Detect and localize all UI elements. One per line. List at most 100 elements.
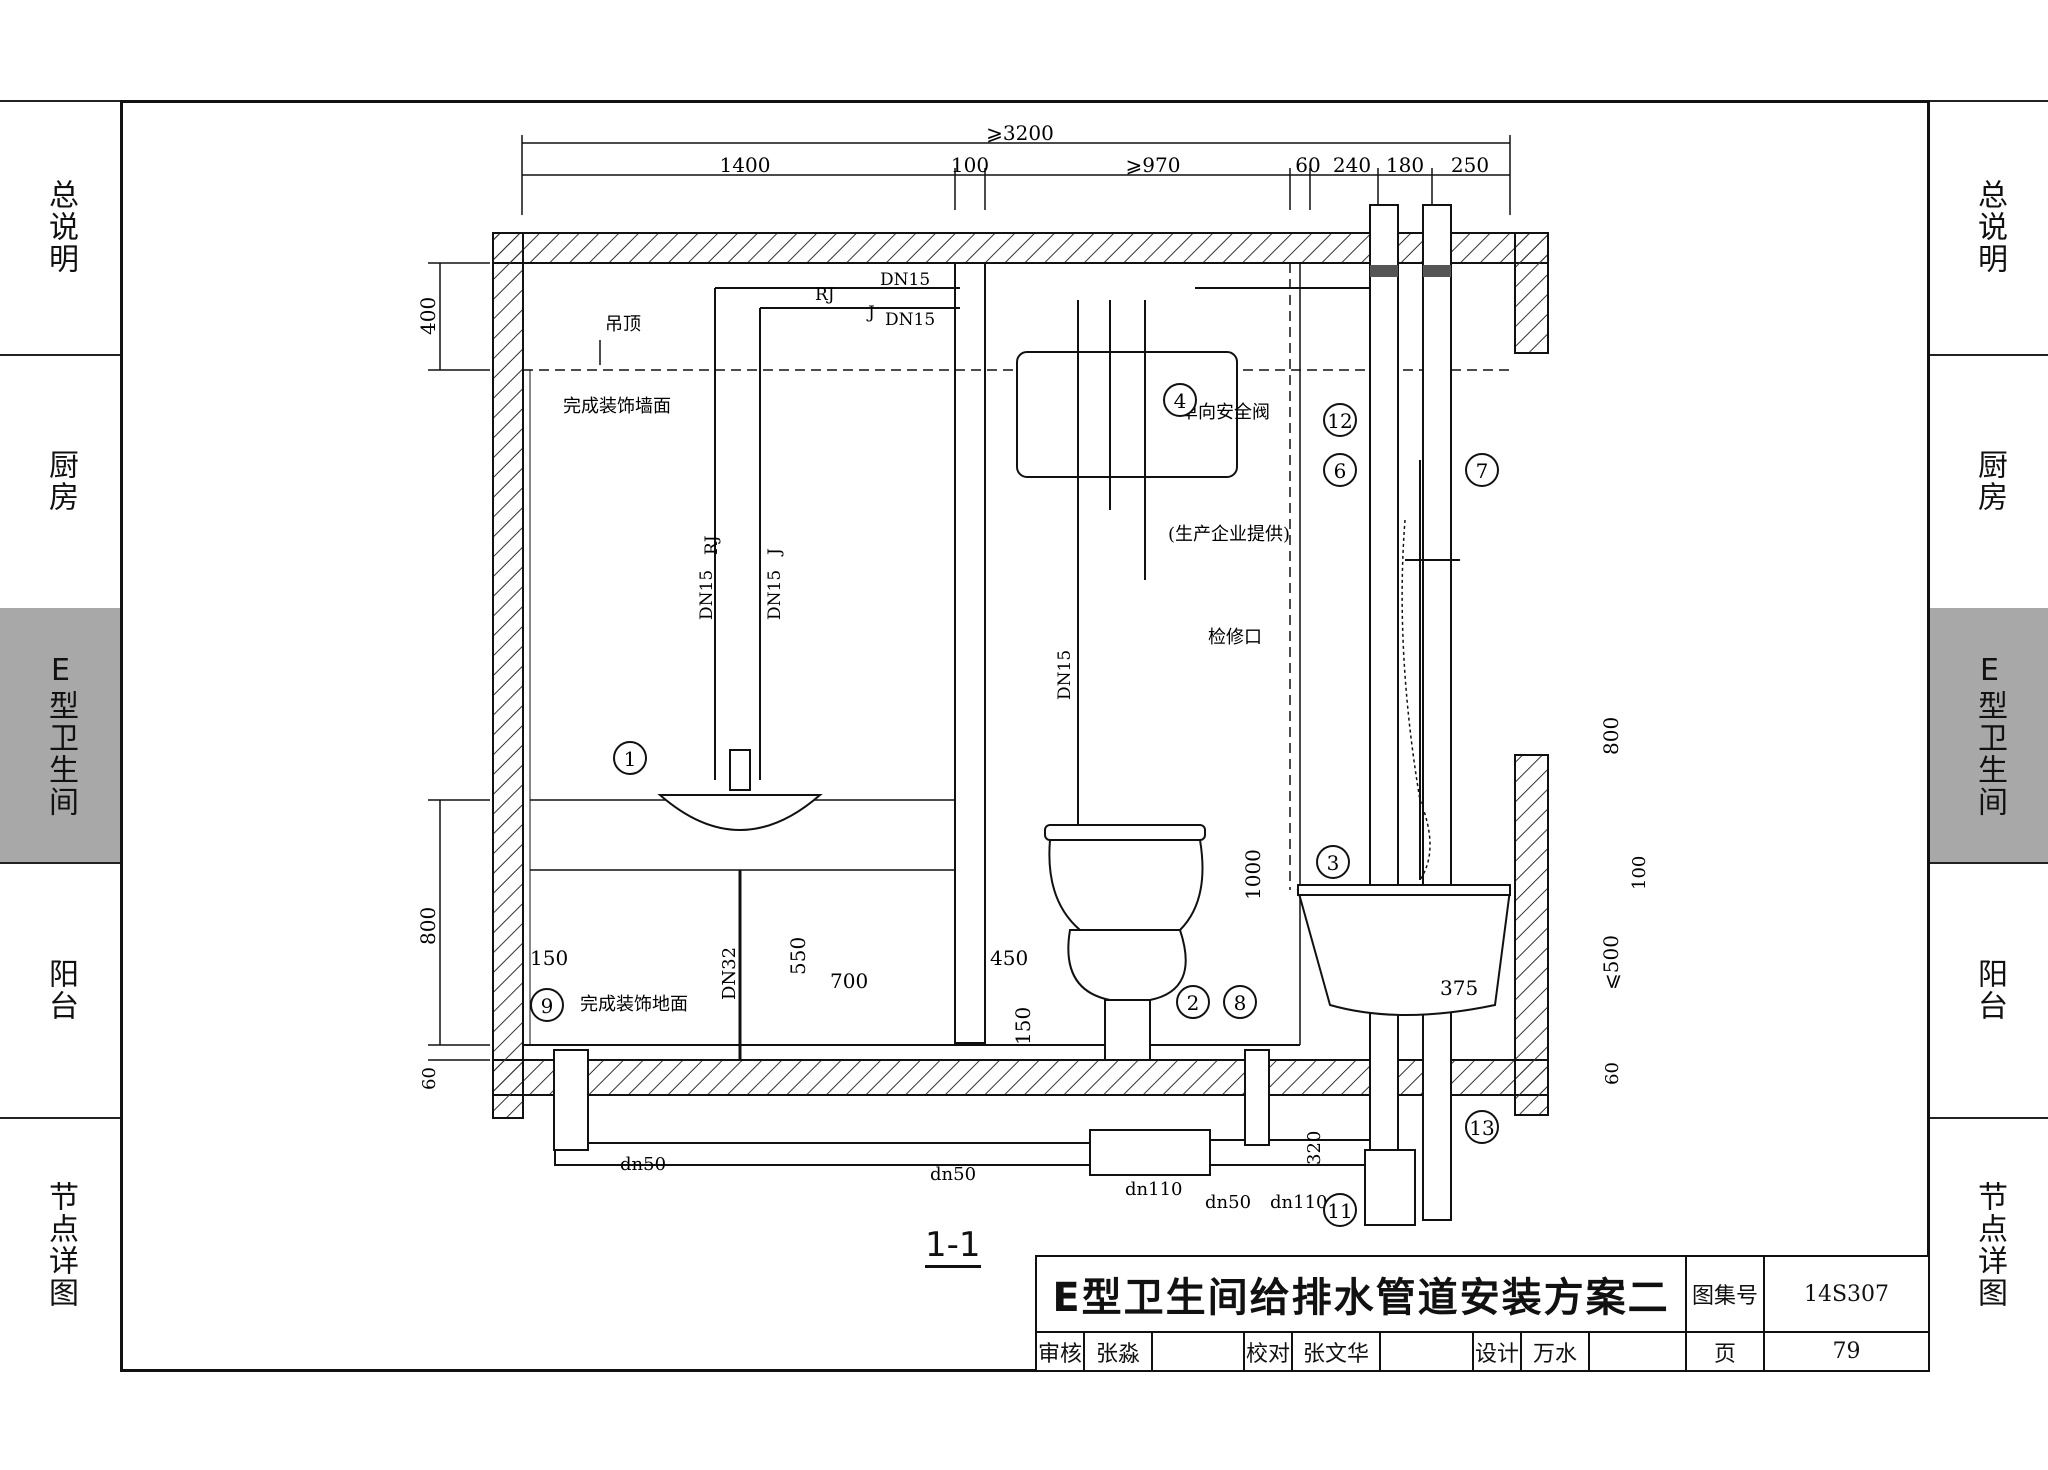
callout-2 — [1176, 985, 1210, 1019]
dim-240: 240 — [1333, 153, 1371, 177]
svg-text:DN15: DN15 — [880, 270, 930, 290]
svg-text:450: 450 — [990, 946, 1028, 970]
callout-6 — [1323, 453, 1357, 487]
svg-text:800: 800 — [1599, 717, 1623, 755]
svg-text:DN15: DN15 — [1055, 650, 1075, 700]
svg-text:7: 7 — [1476, 459, 1489, 483]
svg-text:完成装饰墙面: 完成装饰墙面 — [563, 396, 671, 417]
svg-text:J: J — [765, 548, 785, 557]
atlas-number: 14S307 — [1763, 1255, 1930, 1333]
svg-text:400: 400 — [416, 297, 440, 335]
svg-text:8: 8 — [1234, 991, 1247, 1015]
check-name: 张文华 — [1291, 1331, 1381, 1372]
svg-text:9: 9 — [541, 994, 554, 1018]
tab-divider — [1930, 100, 2048, 102]
svg-text:11: 11 — [1327, 1199, 1352, 1223]
svg-text:60: 60 — [419, 1067, 440, 1090]
tab-divider — [0, 1117, 120, 1119]
svg-text:13: 13 — [1469, 1116, 1494, 1140]
svg-text:DN15: DN15 — [697, 570, 717, 620]
svg-text:RJ: RJ — [815, 285, 835, 305]
drawing-title: E型卫生间给排水管道安装方案二 — [1035, 1255, 1687, 1333]
design-name: 万水 — [1520, 1331, 1590, 1372]
svg-text:⩽500: ⩽500 — [1599, 935, 1623, 990]
svg-text:1000: 1000 — [1241, 849, 1265, 900]
left-wall — [492, 232, 524, 1119]
review-signature — [1151, 1331, 1245, 1372]
drawing-frame — [120, 100, 1930, 1372]
page-number: 79 — [1763, 1331, 1930, 1372]
svg-text:吊顶: 吊顶 — [605, 314, 641, 335]
svg-text:150: 150 — [530, 946, 568, 970]
svg-text:1: 1 — [624, 747, 637, 771]
svg-text:4: 4 — [1174, 389, 1187, 413]
bathtub — [1296, 889, 1512, 1016]
svg-text:550: 550 — [786, 937, 810, 975]
svg-text:dn110: dn110 — [1125, 1179, 1182, 1200]
side-tab-balcony-right[interactable]: 阳台 — [1972, 957, 2007, 1022]
svg-text:700: 700 — [830, 969, 868, 993]
tab-divider — [1930, 354, 2048, 356]
dim-250: 250 — [1451, 153, 1489, 177]
svg-text:DN15: DN15 — [885, 310, 935, 330]
svg-text:完成装饰地面: 完成装饰地面 — [580, 994, 688, 1015]
check-signature — [1379, 1331, 1474, 1372]
callout-8 — [1223, 985, 1257, 1019]
side-tab-node-details-right[interactable]: 节点详图 — [1972, 1180, 2007, 1309]
callout-3 — [1316, 845, 1350, 879]
callout-4 — [1163, 383, 1197, 417]
svg-text:dn50: dn50 — [930, 1164, 976, 1185]
side-tab-kitchen[interactable]: 厨房 — [43, 449, 78, 513]
toilet — [1044, 824, 1206, 1061]
right-wall-upper — [1514, 232, 1549, 354]
atlas-label: 图集号 — [1685, 1255, 1765, 1333]
tab-divider — [0, 354, 120, 356]
review-name: 张淼 — [1083, 1331, 1153, 1372]
svg-text:150: 150 — [1011, 1007, 1035, 1045]
drain-pipes — [553, 1049, 1416, 1226]
dimension-top — [521, 135, 1511, 215]
supply-pipes-left — [714, 287, 960, 780]
svg-text:J: J — [866, 303, 875, 323]
svg-text:800: 800 — [416, 907, 440, 945]
side-tab-bathroom-e-right[interactable]: E型卫生间 — [1930, 608, 2048, 862]
callout-9 — [530, 988, 564, 1022]
svg-text:检修口: 检修口 — [1208, 627, 1262, 648]
section-mark: 1-1 — [925, 1225, 981, 1268]
tab-divider — [0, 100, 120, 102]
design-label: 设计 — [1472, 1331, 1522, 1372]
svg-text:2: 2 — [1187, 991, 1200, 1015]
tab-divider — [1930, 862, 2048, 864]
svg-text:(生产企业提供): (生产企业提供) — [1168, 524, 1290, 545]
side-tab-general[interactable]: 总说明 — [43, 179, 78, 275]
partition-wall — [954, 262, 986, 1044]
page-label: 页 — [1685, 1331, 1765, 1372]
side-tab-balcony[interactable]: 阳台 — [43, 957, 78, 1022]
side-tab-general-right[interactable]: 总说明 — [1972, 179, 2007, 275]
callout-7 — [1465, 453, 1499, 487]
svg-text:320: 320 — [1304, 1131, 1325, 1165]
dim-100: 100 — [951, 153, 989, 177]
side-tab-bathroom-e[interactable]: E型卫生间 — [0, 608, 120, 862]
right-wall-lower — [1514, 754, 1549, 1116]
side-tab-node-details[interactable]: 节点详图 — [43, 1180, 78, 1309]
svg-text:RJ: RJ — [702, 535, 722, 555]
wash-basin — [657, 794, 823, 831]
dim-60: 60 — [1295, 153, 1320, 177]
svg-text:DN32: DN32 — [719, 947, 740, 1000]
svg-text:12: 12 — [1327, 409, 1352, 433]
svg-text:375: 375 — [1440, 976, 1478, 1000]
svg-text:6: 6 — [1334, 459, 1347, 483]
svg-text:单向安全阀: 单向安全阀 — [1180, 402, 1270, 423]
title-block: E型卫生间给排水管道安装方案二 图集号 14S307 审核 张淼 校对 张文华 … — [1035, 1255, 1930, 1372]
dim-180: 180 — [1386, 153, 1424, 177]
tab-divider — [0, 862, 120, 864]
callout-1 — [613, 741, 647, 775]
design-signature — [1588, 1331, 1687, 1372]
svg-text:dn110: dn110 — [1270, 1192, 1327, 1213]
tab-divider — [1930, 1117, 2048, 1119]
side-tab-kitchen-right[interactable]: 厨房 — [1972, 449, 2007, 513]
risers — [1369, 204, 1452, 1221]
callout-13 — [1465, 1110, 1499, 1144]
callout-12 — [1323, 403, 1357, 437]
